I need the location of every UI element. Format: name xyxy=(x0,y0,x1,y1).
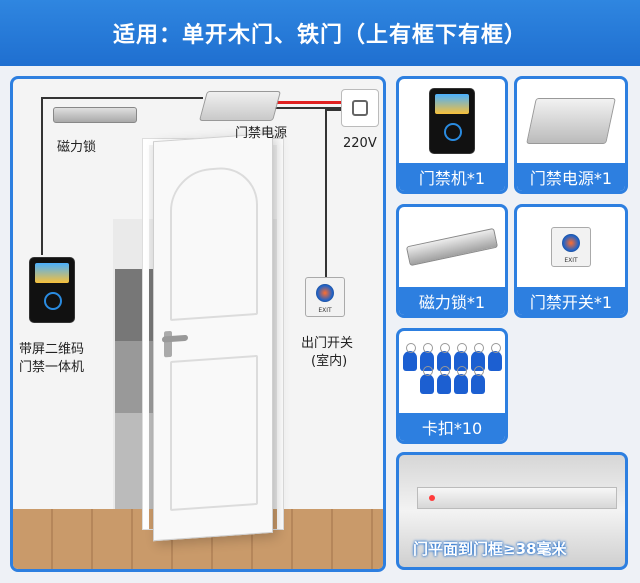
keyfob-icon xyxy=(453,365,468,394)
product-caption: 卡扣*10 xyxy=(399,413,505,441)
page-title: 适用：单开木门、铁门（上有框下有框） xyxy=(112,23,527,48)
exit-button-text: EXIT xyxy=(318,307,332,314)
keyfob-icon xyxy=(436,365,451,394)
psu-device xyxy=(198,91,282,121)
product-caption: 磁力锁*1 xyxy=(399,287,505,315)
qr-terminal-device xyxy=(429,88,475,154)
page-title-banner: 适用：单开木门、铁门（上有框下有框） xyxy=(0,0,640,66)
maglock-device xyxy=(405,227,499,267)
door-panel-top xyxy=(170,164,258,322)
power-wire xyxy=(275,101,341,104)
psu-device xyxy=(526,98,616,144)
door-gap-photo: 门平面到门框≥38毫米 xyxy=(396,452,628,570)
power-wire xyxy=(275,107,341,109)
product-caption: 门禁开关*1 xyxy=(517,287,625,315)
exit-button-icon xyxy=(316,284,334,302)
keyfob-icon xyxy=(487,342,502,371)
wire-segment xyxy=(41,97,203,99)
door-lock-plate xyxy=(164,330,172,358)
product-caption: 门禁电源*1 xyxy=(517,163,625,191)
exit-button-text: EXIT xyxy=(564,257,578,264)
power-socket xyxy=(341,89,379,127)
keyfob-icon xyxy=(402,342,417,371)
product-card-exit-switch: EXIT 门禁开关*1 xyxy=(514,204,628,318)
terminal-label-line1: 带屏二维码 xyxy=(19,342,85,357)
door-panel-bottom xyxy=(170,354,258,512)
indicator-led xyxy=(429,495,435,501)
qr-terminal-device xyxy=(29,257,75,323)
psu-label: 门禁电源 xyxy=(235,126,288,141)
exit-button-device: EXIT xyxy=(305,277,345,317)
maglock-label: 磁力锁 xyxy=(57,140,97,155)
door-gap-note: 门平面到门框≥38毫米 xyxy=(413,540,567,558)
wire-segment xyxy=(325,109,327,277)
product-card-maglock: 磁力锁*1 xyxy=(396,204,508,318)
exit-label-line1: 出门开关 xyxy=(301,336,354,351)
power-label: 220V xyxy=(343,136,377,151)
product-card-psu: 门禁电源*1 xyxy=(514,76,628,194)
keyfob-icon xyxy=(419,365,434,394)
exit-button-device: EXIT xyxy=(551,227,591,267)
door-handle xyxy=(162,334,188,343)
exit-label-line2: (室内) xyxy=(311,354,348,369)
product-card-keyfobs: 卡扣*10 xyxy=(396,328,508,444)
card-reader-icon xyxy=(444,123,462,141)
wire-segment xyxy=(41,97,43,255)
door xyxy=(153,132,273,542)
product-caption: 门禁机*1 xyxy=(399,163,505,191)
keyfob-group xyxy=(402,342,502,394)
exit-button-icon xyxy=(562,234,580,252)
wire-segment xyxy=(325,109,343,111)
terminal-label-line2: 门禁一体机 xyxy=(19,360,85,375)
card-reader-icon xyxy=(44,292,62,310)
maglock-device xyxy=(53,107,137,123)
terminal-screen xyxy=(35,263,69,283)
keyfob-icon xyxy=(470,365,485,394)
product-card-terminal: 门禁机*1 xyxy=(396,76,508,194)
maglock-mounted-photo xyxy=(417,487,617,509)
socket-icon xyxy=(352,100,368,116)
install-diagram-panel: 磁力锁 门禁电源 220V 带屏二维码 门禁一体机 EXIT 出门开关 (室内) xyxy=(10,76,386,572)
